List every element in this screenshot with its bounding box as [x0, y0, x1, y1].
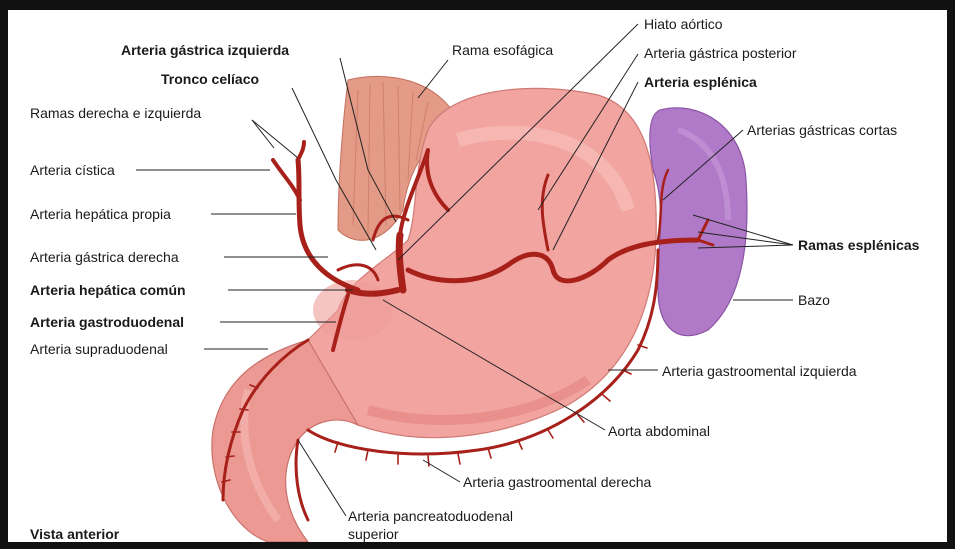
label-arteria-esplenica: Arteria esplénica: [644, 74, 757, 90]
label-aorta-abdominal: Aorta abdominal: [608, 423, 710, 439]
right-hepatic-branch: [273, 160, 300, 200]
label-bazo: Bazo: [798, 292, 830, 308]
label-ramas-derecha-izquierda: Ramas derecha e izquierda: [30, 105, 201, 121]
label-arteria-hepatica-comun: Arteria hepática común: [30, 282, 186, 298]
label-arteria-hepatica-propia: Arteria hepática propia: [30, 206, 171, 222]
label-arteria-supraduodenal: Arteria supraduodenal: [30, 341, 168, 357]
label-arteria-cistica: Arteria cística: [30, 162, 115, 178]
anatomy-illustration: [8, 10, 947, 542]
label-arteria-gastroomental-derecha: Arteria gastroomental derecha: [463, 474, 651, 490]
label-tronco-celiaco: Tronco celíaco: [161, 71, 259, 87]
label-arterias-gastricas-cortas: Arterias gástricas cortas: [747, 122, 897, 138]
label-rama-esofagica: Rama esofágica: [452, 42, 553, 58]
label-arteria-pancreatoduodenal-superior: superior: [348, 526, 399, 542]
diagram-canvas: Arteria gástrica izquierda Tronco celíac…: [8, 10, 947, 542]
label-hiato-aortico: Hiato aórtico: [644, 16, 723, 32]
label-arteria-gastroomental-izquierda: Arteria gastroomental izquierda: [662, 363, 857, 379]
common-hepatic-artery: [348, 290, 398, 294]
label-arteria-gastroduodenal: Arteria gastroduodenal: [30, 314, 184, 330]
celiac-trunk: [399, 235, 403, 290]
label-arteria-pancreatoduodenal: Arteria pancreatoduodenal: [348, 508, 513, 524]
label-arteria-gastrica-derecha: Arteria gástrica derecha: [30, 249, 179, 265]
label-arteria-gastrica-izquierda: Arteria gástrica izquierda: [121, 42, 289, 58]
left-hepatic-branch: [298, 142, 304, 160]
label-vista-anterior: Vista anterior: [30, 526, 119, 542]
label-ramas-esplenicas: Ramas esplénicas: [798, 237, 919, 253]
label-arteria-gastrica-posterior: Arteria gástrica posterior: [644, 45, 797, 61]
